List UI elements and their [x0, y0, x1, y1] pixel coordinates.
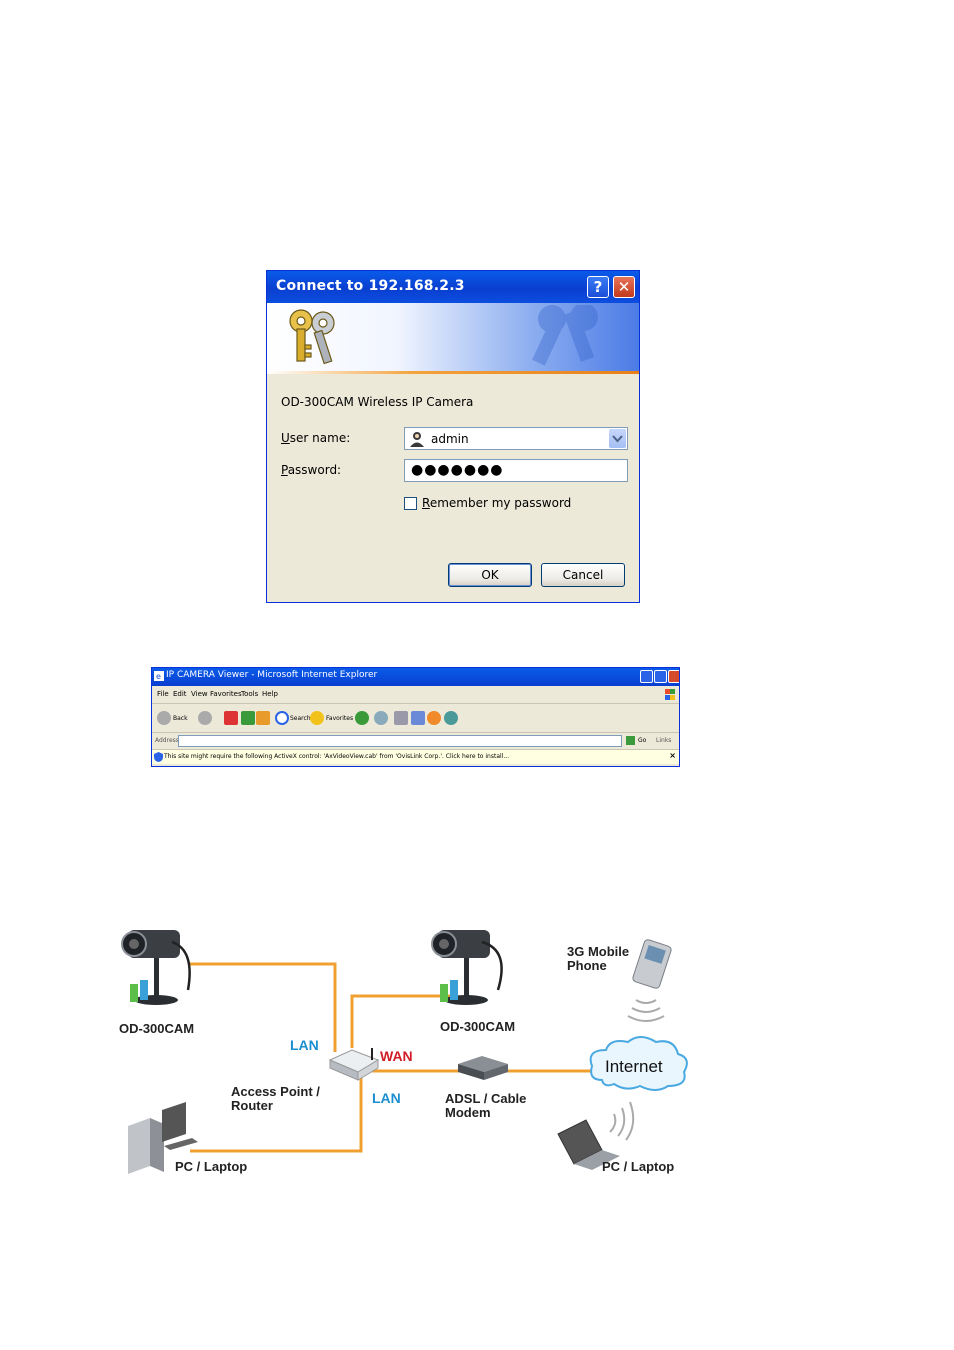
internet-label: Internet [605, 1057, 663, 1076]
router-label: Access Point /Router [231, 1084, 320, 1113]
messenger-icon[interactable] [427, 711, 441, 725]
browser-title: IP CAMERA Viewer - Microsoft Internet Ex… [166, 670, 378, 680]
address-label: Address [155, 737, 179, 744]
go-label[interactable]: Go [638, 737, 647, 744]
password-field[interactable]: ●●●●●●● [404, 459, 628, 482]
maximize-button[interactable] [654, 670, 667, 683]
camera-1-label: OD-300CAM [119, 1021, 195, 1036]
browser-titlebar: e IP CAMERA Viewer - Microsoft Internet … [152, 668, 679, 686]
username-combobox[interactable]: admin [404, 427, 628, 450]
favorites-icon[interactable] [310, 711, 324, 725]
password-value: ●●●●●●● [411, 462, 504, 478]
laptop-icon [557, 1119, 620, 1170]
lan-top-label: LAN [290, 1037, 319, 1053]
cancel-button[interactable]: Cancel [541, 563, 625, 587]
camera-1-icon [121, 930, 191, 1005]
login-dialog: Connect to 192.168.2.3 ? ✕ OD-300CAM Wir… [266, 270, 640, 603]
info-bar-close-icon[interactable]: × [669, 751, 676, 760]
pc-left-label: PC / Laptop [175, 1159, 248, 1174]
link-pc-router [190, 1078, 363, 1153]
address-input[interactable] [178, 735, 622, 747]
banner-divider [267, 371, 639, 374]
svg-text:e: e [156, 672, 161, 681]
close-button[interactable]: ✕ [613, 276, 635, 298]
research-icon[interactable] [444, 711, 458, 725]
info-bar-text[interactable]: This site might require the following Ac… [164, 753, 510, 760]
edit-icon[interactable] [411, 711, 425, 725]
menu-file[interactable]: File [157, 690, 169, 698]
menu-view[interactable]: View [191, 690, 208, 698]
go-icon[interactable] [626, 736, 635, 745]
activex-info-bar[interactable]: This site might require the following Ac… [152, 750, 679, 764]
standard-toolbar: Back Search Favorites [152, 704, 679, 733]
lan-bottom-label: LAN [372, 1090, 401, 1106]
modem-icon [458, 1056, 508, 1080]
link-camera1-router [188, 962, 337, 1052]
dialog-title: Connect to 192.168.2.3 [276, 278, 465, 294]
links-label[interactable]: Links [656, 737, 672, 744]
favorites-label[interactable]: Favorites [326, 715, 354, 722]
keys-icon [289, 309, 335, 365]
router-icon [328, 1048, 380, 1081]
minimize-button[interactable] [640, 670, 653, 683]
address-bar: Address Go Links [152, 733, 679, 750]
history-icon[interactable] [355, 711, 369, 725]
menu-help[interactable]: Help [262, 690, 278, 698]
keys-watermark-icon [532, 305, 598, 366]
window-close-button[interactable] [668, 670, 679, 683]
search-label[interactable]: Search [290, 715, 311, 722]
stop-icon[interactable] [224, 711, 238, 725]
help-button[interactable]: ? [587, 276, 609, 298]
internet-cloud-icon [589, 1036, 688, 1091]
pc-right-label: PC / Laptop [602, 1159, 675, 1174]
shield-icon [154, 752, 163, 762]
menu-tools[interactable]: Tools [241, 690, 259, 698]
ie-logo-icon: e [154, 671, 164, 681]
desktop-pc-icon [128, 1102, 198, 1174]
mobile-phone-icon [632, 939, 672, 989]
home-icon[interactable] [256, 711, 270, 725]
wan-label: WAN [380, 1048, 413, 1064]
link-camera2-router [350, 994, 450, 1048]
back-icon[interactable] [157, 711, 171, 725]
camera-2-label: OD-300CAM [440, 1019, 516, 1034]
menu-edit[interactable]: Edit [173, 690, 187, 698]
username-dropdown-button[interactable] [609, 429, 626, 448]
camera-2-icon [431, 930, 503, 1005]
laptop-wireless-waves [609, 1101, 635, 1141]
menu-favorites[interactable]: Favorites [210, 690, 242, 698]
username-label: User name: [281, 431, 351, 445]
remember-password-label[interactable]: Remember my password [422, 496, 572, 510]
realm-caption: OD-300CAM Wireless IP Camera [281, 395, 474, 409]
refresh-icon[interactable] [241, 711, 255, 725]
user-icon [410, 432, 424, 447]
dialog-titlebar: Connect to 192.168.2.3 ? ✕ [267, 271, 639, 303]
remember-password-checkbox[interactable] [404, 497, 417, 510]
network-links [188, 962, 597, 1153]
forward-icon[interactable] [198, 711, 212, 725]
ok-button[interactable]: OK [448, 563, 532, 587]
mail-icon[interactable] [374, 711, 388, 725]
windows-flag-icon [665, 689, 675, 700]
mobile-wireless-waves [627, 999, 665, 1022]
print-icon[interactable] [394, 711, 408, 725]
chevron-down-icon [612, 435, 623, 443]
back-label[interactable]: Back [173, 715, 188, 722]
search-icon[interactable] [275, 711, 289, 725]
menu-bar: File Edit View Favorites Tools Help [152, 687, 679, 704]
browser-window: e IP CAMERA Viewer - Microsoft Internet … [151, 667, 680, 767]
password-label: Password: [281, 463, 342, 477]
username-value: admin [431, 432, 469, 446]
diagram-canvas [121, 930, 688, 1174]
